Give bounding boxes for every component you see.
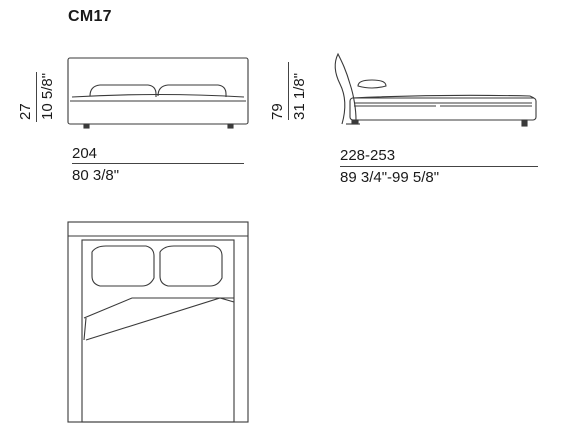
front-headboard xyxy=(67,57,249,125)
front-foot-left xyxy=(83,123,90,129)
front-pillow-left xyxy=(89,84,157,97)
front-width-in: 80 3/8" xyxy=(72,167,120,184)
side-length-cm: 228-253 xyxy=(340,147,396,164)
model-title: CM17 xyxy=(68,8,112,25)
top-view-drawing xyxy=(67,221,249,423)
front-height-rule xyxy=(36,72,37,122)
side-length-rule xyxy=(340,166,538,167)
top-duvet-fold xyxy=(83,297,234,319)
side-view-drawing xyxy=(334,52,537,127)
top-duvet-edge xyxy=(83,297,235,341)
side-frame xyxy=(349,97,537,121)
front-width-rule xyxy=(72,163,244,164)
side-foot-left xyxy=(351,119,359,125)
front-mattress-top xyxy=(71,93,245,98)
side-mattress xyxy=(351,94,535,99)
front-view-drawing xyxy=(67,57,249,129)
front-pillow-right xyxy=(157,84,227,97)
side-length-in: 89 3/4"-99 5/8" xyxy=(340,169,440,186)
top-pillow-right xyxy=(159,245,223,287)
side-headboard xyxy=(334,52,357,125)
side-height-rule xyxy=(288,62,289,120)
top-pillow-left xyxy=(91,245,155,287)
front-foot-right xyxy=(227,123,234,129)
side-foot-right xyxy=(521,119,528,127)
front-width-cm: 204 xyxy=(72,145,98,162)
side-pillow xyxy=(357,79,387,89)
top-mattress xyxy=(81,239,235,423)
